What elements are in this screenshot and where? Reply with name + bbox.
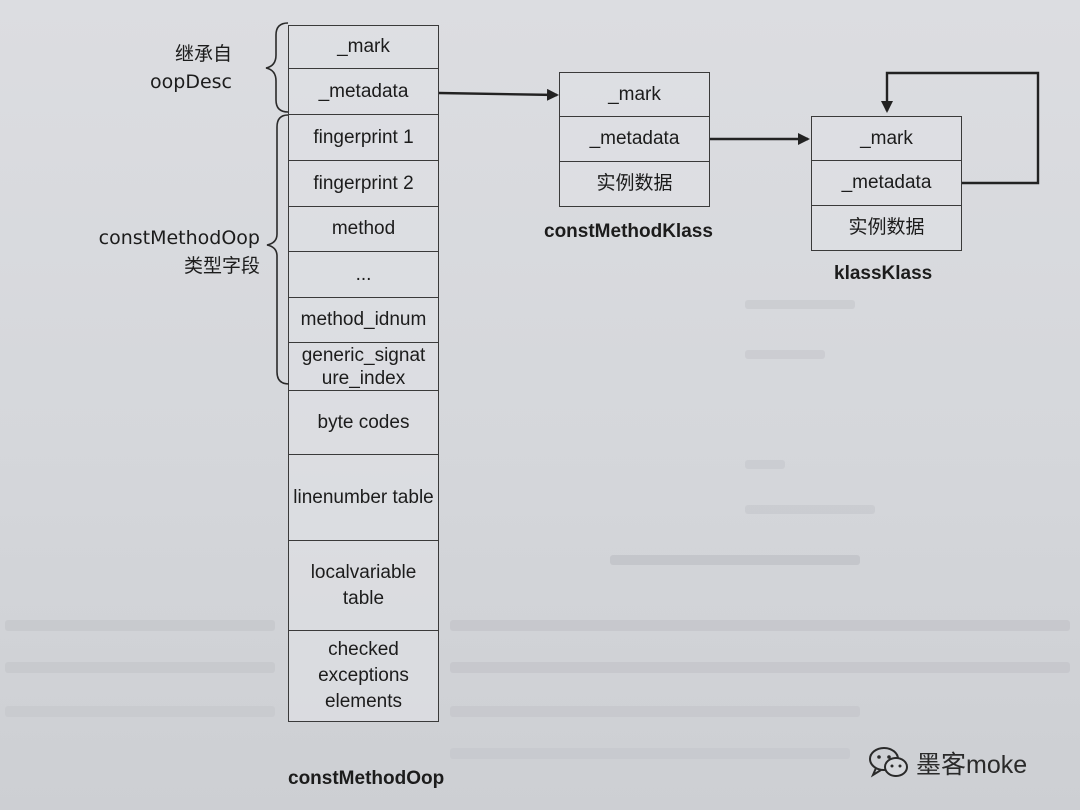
watermark-text: 墨客moke [916, 751, 1028, 779]
oop-field-cell: byte codes [288, 391, 439, 455]
const-method-klass-cell: 实例数据 [559, 162, 710, 207]
fields-label-line1: constMethodOop [98, 227, 260, 249]
klass-klass-cell: 实例数据 [811, 206, 962, 251]
const-method-klass-cell: _mark [559, 72, 710, 117]
oop-field-cell: _mark [288, 25, 439, 69]
watermark: 墨客moke [868, 745, 1027, 781]
const-method-klass-caption: constMethodKlass [544, 221, 713, 242]
klass-klass-cell: _mark [811, 116, 962, 161]
inherited-brace [265, 22, 289, 113]
klass-klass-caption: klassKlass [834, 263, 933, 284]
inherited-from-label: 继承自 oopDesc [150, 40, 232, 96]
oop-field-cell: fingerprint 2 [288, 161, 439, 207]
oop-field-cell: _metadata [288, 69, 439, 115]
oop-field-cell: method [288, 207, 439, 252]
oop-field-cell: localvariable table [288, 541, 439, 631]
oop-field-cell: method_idnum [288, 298, 439, 343]
oop-field-cell: ... [288, 252, 439, 298]
klass-klass-cell: _metadata [811, 161, 962, 206]
klassklass-self-loop [881, 71, 1040, 185]
inherited-label-line2: oopDesc [150, 71, 232, 93]
oop-field-cell: linenumber table [288, 455, 439, 541]
inherited-label-line1: 继承自 [174, 43, 232, 65]
fields-label: constMethodOop 类型字段 [80, 224, 260, 280]
wechat-icon [869, 747, 908, 778]
oop-field-cell: fingerprint 1 [288, 115, 439, 161]
const-method-klass-cell: _metadata [559, 117, 710, 162]
fields-label-line2: 类型字段 [183, 255, 260, 277]
oop-field-cell: checked exceptions elements [288, 631, 439, 722]
metadata-to-cmk-arrow [438, 88, 559, 101]
oop-field-cell: generic_signature_index [288, 343, 439, 391]
const-method-oop-caption: constMethodOop [288, 768, 445, 789]
fields-brace [266, 114, 290, 385]
